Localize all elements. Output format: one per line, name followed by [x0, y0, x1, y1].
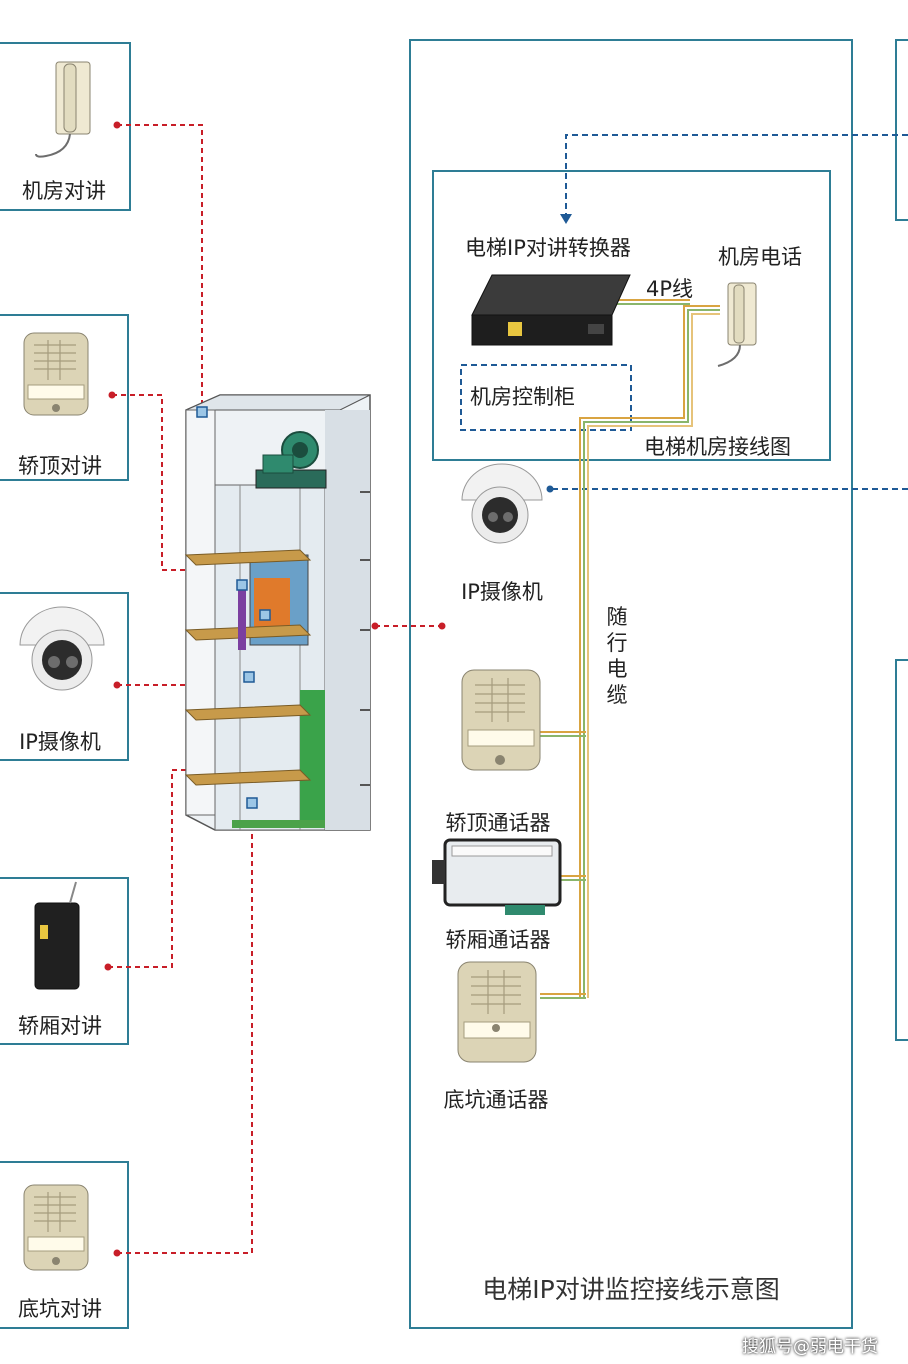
elevator-shaft: [184, 394, 371, 831]
traction-machine: [255, 431, 327, 489]
control-cabinet-label: 机房控制柜: [470, 385, 575, 409]
watermark: 搜狐号@弱电干货: [742, 1337, 878, 1357]
link-car-intercom: [108, 769, 258, 968]
left-label-pit-intercom: 底坑对讲: [18, 1297, 102, 1321]
machine-room-box: [432, 170, 831, 461]
right-label-car-top: 轿顶通话器: [445, 811, 551, 835]
arrow-down-icon: [560, 214, 572, 224]
machine-room-phone-label: 机房电话: [718, 245, 802, 269]
handset-phone-icon: [35, 61, 91, 158]
car-intercom-icon: [34, 881, 80, 990]
car-intercom-box-icon: [432, 838, 562, 915]
right-label-pit: 底坑通话器: [443, 1088, 549, 1112]
link-pit-intercom: [117, 810, 253, 1254]
left-label-ip-camera: IP摄像机: [19, 730, 101, 754]
ip-converter-device-icon: [471, 274, 631, 346]
traveling-cable: [540, 299, 720, 999]
link-machine-room-intercom: [117, 124, 203, 420]
left-label-car-top-intercom: 轿顶对讲: [18, 454, 102, 478]
wire-4p-label: 4P线: [646, 277, 694, 301]
left-label-machine-room-intercom: 机房对讲: [22, 179, 106, 203]
control-cabinet-box: [460, 364, 632, 431]
connection-dots: [104, 121, 446, 1257]
intercom-speaker-icon: [23, 1184, 89, 1271]
red-dashed-connections: [108, 124, 442, 1254]
main-diagram-frame: [409, 39, 853, 1329]
right-label-ip-camera: IP摄像机: [461, 580, 543, 604]
diagram-title: 电梯IP对讲监控接线示意图: [482, 1275, 780, 1304]
machine-room-box-title: 电梯机房接线图: [644, 435, 791, 459]
network-to-converter: [565, 134, 908, 218]
dome-camera-icon: [19, 606, 105, 691]
edge-frame-mid: [895, 659, 908, 1041]
converter-label: 电梯IP对讲转换器: [465, 236, 631, 260]
pit-intercom-icon: [457, 961, 537, 1063]
car-top-intercom-icon: [461, 669, 541, 771]
machine-room-phone-icon: [717, 282, 757, 367]
blue-dashed-network: [550, 134, 908, 490]
edge-frame-top: [895, 39, 908, 221]
network-dot: [546, 485, 554, 493]
right-label-car: 轿厢通话器: [445, 928, 551, 952]
dome-camera-icon: [461, 463, 543, 544]
traveling-cable-label: 随行电缆: [606, 605, 628, 707]
left-label-car-intercom: 轿厢对讲: [18, 1014, 102, 1038]
intercom-speaker-icon: [23, 332, 89, 416]
